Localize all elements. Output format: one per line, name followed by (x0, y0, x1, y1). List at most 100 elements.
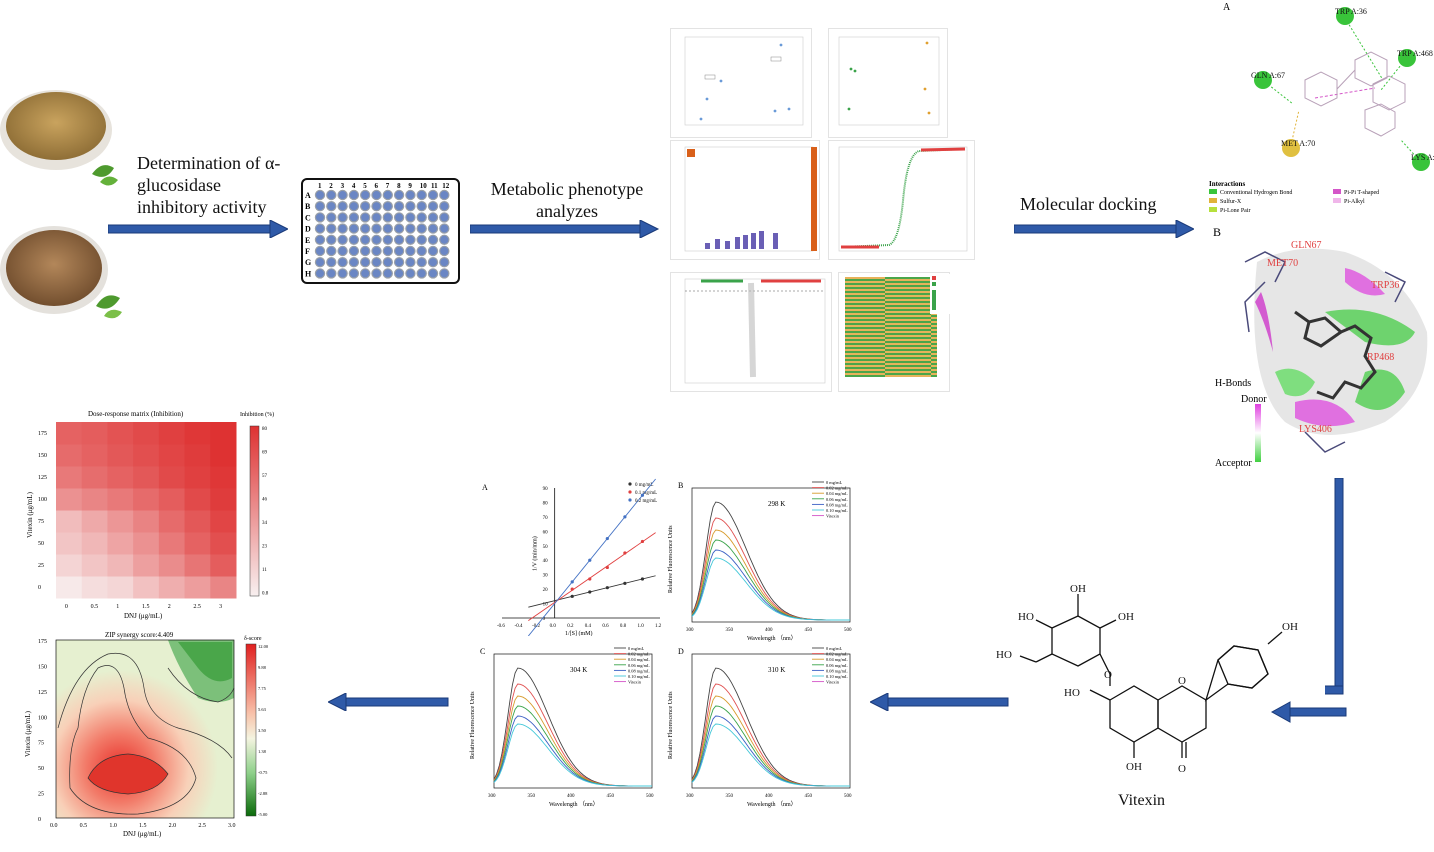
plate-well (395, 213, 404, 222)
heatmap-colorbar-tick: 57 (262, 474, 268, 479)
hbonds-acceptor: Acceptor (1215, 458, 1252, 469)
plate-well (440, 258, 449, 267)
synergy-colorbar-tick: 5.63 (258, 707, 267, 712)
kinetics-point (623, 582, 626, 585)
fluorescence-curve (692, 502, 850, 620)
heatmap-cell (107, 576, 133, 599)
plate-col-label: 11 (431, 182, 438, 190)
plate-well (349, 202, 358, 211)
interaction-swatch (1209, 207, 1217, 212)
plate-well (383, 269, 392, 278)
plate-well (428, 235, 437, 244)
plate-well (349, 213, 358, 222)
leaf-powder-image (0, 82, 124, 202)
kinetics-x-label: 1/[S] (mM) (565, 630, 593, 636)
heatmap-cell (133, 488, 159, 511)
heatmap-colorbar (250, 426, 259, 596)
heatmap-title: Dose-response matrix (Inhibition) (88, 410, 184, 418)
heatmap-colorbar-tick: 34 (262, 521, 268, 526)
plate-well (406, 190, 415, 199)
fluorescence-x-tick: 500 (844, 794, 852, 799)
heatmap-colorbar-tick: 11 (262, 568, 267, 573)
heatmap-y-tick: 75 (38, 519, 44, 525)
kinetics-point (606, 586, 609, 589)
arrow-right-1 (108, 220, 288, 238)
synergy-y-tick: 25 (38, 792, 44, 798)
plate-row-label: E (305, 236, 310, 245)
kinetics-y-tick: 90 (543, 487, 549, 492)
kinetics-point (571, 595, 574, 598)
heatmap-cell (159, 576, 185, 599)
docking-panel-b-letter: B (1213, 225, 1221, 239)
plate-well (315, 258, 324, 267)
plate-well (338, 202, 347, 211)
heatmap-cell (82, 466, 108, 489)
plate-row-label: A (305, 191, 311, 200)
plate-well (372, 190, 381, 199)
fluorescence-legend-label: 0.06 mg/mL (628, 663, 650, 668)
kinetics-y-label: 1/V (min/mm) (532, 536, 539, 571)
heatmap-cell (210, 532, 236, 555)
interaction-swatch (1333, 189, 1341, 194)
heatmap-y-tick: 25 (38, 563, 44, 569)
heatmap-cell (82, 422, 108, 445)
plate-well (428, 213, 437, 222)
heatmap-cell (185, 576, 211, 599)
fluorescence-legend-label: 0.04 mg/mL (826, 657, 848, 662)
kinetics-y-tick: 60 (543, 530, 549, 535)
kinetics-point (571, 580, 574, 583)
heatmap-colorbar-tick: 69 (262, 451, 268, 456)
vitexin-structure: OH OH HO HO HO OH OH O O O (990, 580, 1320, 780)
kinetics-y-tick: 50 (543, 545, 549, 550)
metabolic-label: Metabolic phenotype analyzes (482, 178, 652, 222)
fluorescence-panel-letter: D (678, 647, 684, 656)
fluorescence-legend-label: 0.04 mg/mL (628, 657, 650, 662)
plate-col-label: 2 (329, 182, 333, 190)
fluorescence-legend-label: 0.08 mg/mL (826, 502, 848, 507)
fluorescence-temperature: 310 K (768, 666, 785, 674)
plate-col-label: 7 (386, 182, 390, 190)
plate-well (428, 202, 437, 211)
fluorescence-x-tick: 450 (805, 794, 813, 799)
heatmap-x-tick: 1 (116, 604, 119, 610)
heatmap-cell (159, 466, 185, 489)
heatmap-cell (82, 532, 108, 555)
interaction-label: Pi-Lone Pair (1220, 208, 1251, 214)
fluorescence-x-tick: 400 (765, 628, 773, 633)
residue-b-trp468: RP468 (1367, 352, 1394, 363)
synergy-x-tick: 1.5 (139, 823, 147, 829)
docking-3d-panel: B GLN67 MET70 TRP36 RP468 LYS406 H-Bonds… (1205, 222, 1434, 472)
heatmap-y-tick: 175 (38, 431, 47, 437)
plate-well (338, 269, 347, 278)
plate-well (406, 235, 415, 244)
plate-well (327, 246, 336, 255)
heatmap-cell (56, 510, 82, 533)
synergy-x-tick: 0.0 (50, 823, 58, 829)
plate-row-label: G (305, 258, 311, 267)
interaction-label: Sulfur-X (1220, 198, 1242, 205)
fluorescence-legend-label: 0 mg/mL (826, 646, 843, 651)
kinetics-y-tick: 40 (543, 559, 549, 564)
plate-well (417, 246, 426, 255)
synergy-y-tick: 175 (38, 639, 47, 645)
heatmap-cell (82, 488, 108, 511)
synergy-colorbar-tick: -0.75 (258, 770, 268, 775)
interaction-swatch (1333, 198, 1341, 203)
kinetics-point (606, 537, 609, 540)
synergy-x-tick: 1.0 (109, 823, 117, 829)
fluorescence-x-tick: 500 (646, 794, 654, 799)
kinetics-x-tick: 1.0 (637, 624, 644, 629)
heatmap-cell (185, 488, 211, 511)
fluorescence-legend-label: 0.02 mg/mL (826, 652, 848, 657)
fluorescence-legend-label: Vitexin (826, 680, 840, 685)
group-o-keto: O (1178, 763, 1186, 775)
heatmap-cell (133, 554, 159, 577)
fluorescence-legend-label: 0.08 mg/mL (826, 668, 848, 673)
heatmap-cell (82, 554, 108, 577)
permutation-bar-plot (670, 140, 820, 260)
plate-row-label: F (305, 247, 310, 256)
plate-well (338, 258, 347, 267)
fluorescence-curve (494, 668, 652, 786)
heatmap-cell (159, 554, 185, 577)
